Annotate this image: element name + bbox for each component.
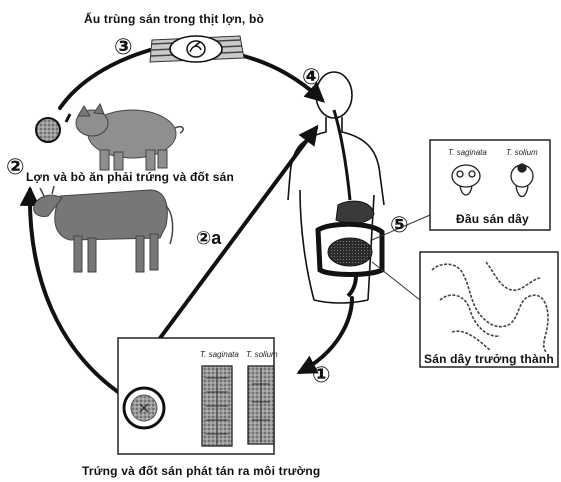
step-5-marker: ⑤ bbox=[390, 214, 409, 234]
arrow-larva-to-pig bbox=[60, 50, 150, 108]
proglottid-solium-illustration bbox=[248, 366, 274, 444]
proglottid-solium-label: T. solium bbox=[246, 350, 278, 359]
scolex-caption: Đầu sán dây bbox=[456, 212, 529, 226]
proglottid-saginata-label: T. saginata bbox=[200, 350, 239, 359]
egg-illustration-small bbox=[36, 118, 60, 142]
scolex-solium-label: T. solium bbox=[506, 148, 538, 157]
larva-in-meat-title: Ấu trùng sán trong thịt lợn, bò bbox=[84, 12, 264, 26]
connector-adult bbox=[372, 262, 420, 300]
egg-illustration-large bbox=[124, 388, 164, 428]
scolex-saginata-label: T. saginata bbox=[448, 148, 487, 157]
environment-caption: Trứng và đốt sán phát tán ra môi trường bbox=[82, 464, 320, 478]
human-body-outline bbox=[288, 72, 384, 303]
step-4-marker: ④ bbox=[302, 66, 321, 86]
step-3-marker: ③ bbox=[114, 36, 133, 56]
proglottid-saginata-illustration bbox=[202, 366, 232, 446]
arrow-pig-cyst bbox=[66, 114, 70, 122]
step-2a-marker: ②a bbox=[196, 228, 221, 248]
digestive-tract bbox=[318, 110, 382, 296]
adult-tapeworm-caption: Sán dây trưởng thành bbox=[422, 352, 556, 366]
infected-meat-illustration bbox=[150, 36, 244, 62]
step-2-marker: ② bbox=[6, 156, 25, 176]
arrow-human-to-env bbox=[300, 298, 352, 372]
pig-cow-eat-eggs-caption: Lợn và bò ăn phải trứng và đốt sán bbox=[26, 170, 234, 184]
cow-silhouette bbox=[34, 186, 173, 272]
pig-silhouette bbox=[76, 104, 183, 170]
step-1-marker: ① bbox=[312, 364, 331, 384]
